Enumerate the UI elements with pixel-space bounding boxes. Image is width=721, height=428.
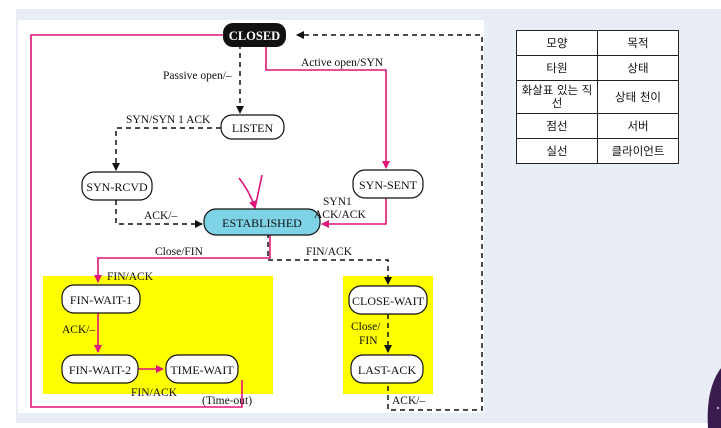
label-fin: FIN — [359, 335, 378, 347]
label-ack-dash-fin-wait: ACK/– — [62, 324, 95, 336]
tcp-state-diagram: CLOSED LISTEN SYN-RCVD SYN-SENT ESTABLIS… — [18, 20, 484, 413]
label-ack-dash: ACK/– — [144, 210, 177, 222]
label-ack-ack: ACK/ACK — [314, 209, 366, 221]
legend-row: 타원 상태 — [517, 56, 679, 81]
state-close-wait-label: CLOSE-WAIT — [352, 294, 425, 308]
legend-cell: 타원 — [517, 56, 598, 81]
label-ack-dash-last: ACK/– — [392, 395, 425, 407]
state-listen: LISTEN — [221, 115, 284, 139]
legend-row: 실선 클라이언트 — [517, 139, 679, 164]
legend-cell: 클라이언트 — [598, 139, 679, 164]
state-syn-rcvd-label: SYN-RCVD — [86, 180, 148, 194]
legend-cell: 점선 — [517, 114, 598, 139]
label-fin-ack-left: FIN/ACK — [107, 271, 154, 283]
label-syn1: SYN1 — [323, 196, 352, 208]
state-established: ESTABLISHED — [204, 209, 320, 235]
state-fin-wait-2: FIN-WAIT-2 — [62, 355, 138, 383]
legend-cell: 화살표 있는 직선 — [517, 81, 598, 114]
state-syn-sent: SYN-SENT — [353, 170, 423, 198]
legend-header-purpose: 목적 — [598, 31, 679, 56]
legend-table: 모양 목적 타원 상태 화살표 있는 직선 상태 천이 점선 서버 실선 클라이… — [516, 30, 679, 164]
state-closed-label: CLOSED — [229, 29, 280, 43]
legend-cell: 실선 — [517, 139, 598, 164]
state-close-wait: CLOSE-WAIT — [349, 286, 427, 314]
state-syn-sent-label: SYN-SENT — [359, 178, 418, 192]
state-last-ack: LAST-ACK — [351, 355, 423, 383]
state-fin-wait-1-label: FIN-WAIT-1 — [70, 293, 132, 307]
label-passive-open: Passive open/– — [163, 70, 232, 82]
state-syn-rcvd: SYN-RCVD — [82, 172, 152, 200]
legend-header-row: 모양 목적 — [517, 31, 679, 56]
state-time-wait: TIME-WAIT — [166, 355, 238, 383]
state-fin-wait-2-label: FIN-WAIT-2 — [69, 363, 131, 377]
presenter-figure — [694, 348, 721, 428]
state-listen-label: LISTEN — [232, 121, 274, 135]
label-syn-synack: SYN/SYN 1 ACK — [126, 114, 211, 126]
state-established-label: ESTABLISHED — [222, 216, 302, 230]
label-close-slash: Close/ — [351, 321, 381, 333]
state-closed: CLOSED — [223, 23, 286, 47]
state-fin-wait-1: FIN-WAIT-1 — [62, 285, 140, 313]
state-last-ack-label: LAST-ACK — [358, 363, 417, 377]
state-time-wait-label: TIME-WAIT — [170, 363, 234, 377]
label-fin-ack-right: FIN/ACK — [306, 246, 353, 258]
legend-cell: 상태 — [598, 56, 679, 81]
legend-cell: 서버 — [598, 114, 679, 139]
label-active-open: Active open/SYN — [301, 57, 384, 69]
label-close-fin: Close/FIN — [155, 246, 204, 258]
label-fin-ack-bottom: FIN/ACK — [131, 387, 178, 399]
label-time-out: (Time-out) — [202, 395, 252, 407]
legend-header-shape: 모양 — [517, 31, 598, 56]
legend-cell: 상태 천이 — [598, 81, 679, 114]
legend-row: 화살표 있는 직선 상태 천이 — [517, 81, 679, 114]
legend-row: 점선 서버 — [517, 114, 679, 139]
